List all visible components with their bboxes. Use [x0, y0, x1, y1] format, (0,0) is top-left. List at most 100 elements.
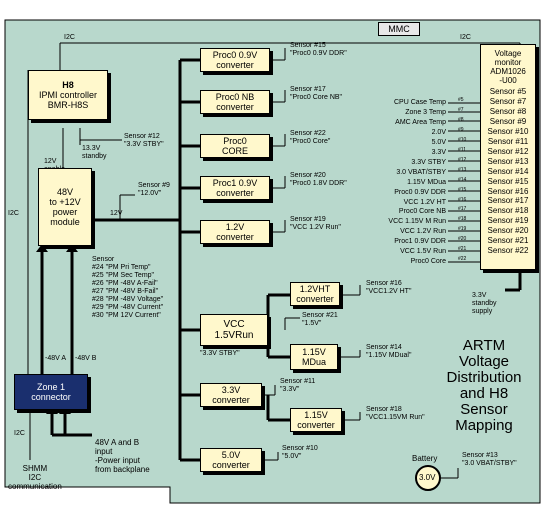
conv1-sensor: Sensor #17 "Proc0 Core NB": [290, 86, 342, 102]
power-line4: module: [50, 217, 80, 227]
input48-line4: from backplane: [95, 465, 150, 474]
conv4-sensor-id: Sensor #19: [290, 216, 326, 223]
conv0-sensor-id: Sensor #15: [290, 42, 326, 49]
monitor-input-label: VCC 1.15V M Run: [388, 218, 446, 226]
enable-voltage: 12V: [44, 158, 57, 165]
i2c-left-label: I2C: [8, 210, 19, 217]
power-sensor-30: #30 "PM 12V Current": [92, 312, 161, 319]
conv2-line2: CORE: [221, 146, 248, 156]
monitor-pin-label: #8: [458, 116, 464, 123]
sensor9-id: Sensor #9: [138, 182, 170, 189]
input48-line1: 48V A and B: [95, 438, 140, 447]
c50-sensor-id: Sensor #10: [282, 445, 318, 452]
c115-sensor-name: "VCC1.15VM Run": [366, 414, 425, 421]
converter-proc0-nb: Proc0 NB converter: [200, 90, 270, 114]
input48-line3: -Power input: [95, 456, 140, 465]
h8-line3: BMR-H8S: [47, 100, 89, 110]
monitor-input-label: 5.0V: [431, 138, 446, 146]
monitor-pin-label: #15: [458, 186, 467, 193]
minus48a-label: -48V A: [45, 355, 67, 362]
monitor-pin-label: #16: [458, 196, 467, 203]
i2c-top-right-label: I2C: [460, 34, 471, 41]
monitor-sensor-label: Sensor #18: [487, 206, 529, 216]
stby-text: standby: [82, 153, 107, 160]
power-sensor-26: #26 "PM -48V A-Fail": [92, 280, 158, 287]
conv4-line1: 1.2V: [225, 222, 245, 232]
c33-sensor: Sensor #11 "3.3V": [280, 378, 315, 394]
monitor-pin-label: #22: [458, 256, 467, 263]
ht12-line2: converter: [296, 294, 334, 304]
conv3-sensor-name: "Proc0 1.8V DDR": [290, 180, 347, 187]
conv1-line2: converter: [216, 102, 254, 112]
h8-line2: IPMI controller: [38, 90, 98, 100]
power-sensor-27: #27 "PM -48V B-Fail": [92, 288, 159, 295]
conv0-line1: Proc0 0.9V: [212, 50, 258, 60]
conv3-line1: Proc1 0.9V: [212, 178, 258, 188]
stby-label: 13.3V standby: [82, 145, 107, 161]
mdua-sensor-name: "1.15V MDual": [366, 352, 412, 359]
battery-sensor-name: "3.0 VBAT/STBY": [462, 460, 517, 467]
i2c-top-left-label: I2C: [64, 34, 75, 41]
c33-sensor-name: "3.3V": [280, 386, 300, 393]
monitor-sensor-label: Sensor #21: [487, 236, 529, 246]
monitor-input-label: 3.0 VBAT/STBY: [396, 168, 446, 176]
monitor-sensor-label: Sensor #9: [489, 116, 527, 126]
conv2-sensor: Sensor #22 "Proc0 Core": [290, 130, 330, 146]
conv2-line1: Proc0: [223, 136, 247, 146]
sensor12-name: "3.3V STBY": [124, 141, 164, 148]
monitor-sensor-label: Sensor #15: [487, 176, 529, 186]
converter-proc0-09v: Proc0 0.9V converter: [200, 48, 270, 72]
conv4-sensor-name: "VCC 1.2V Run": [290, 224, 341, 231]
diagram-title: ARTM Voltage Distribution and H8 Sensor …: [436, 338, 532, 434]
power-line1: 48V: [56, 187, 73, 197]
input48-line2: input: [95, 447, 113, 456]
monitor-pin-label: #21: [458, 246, 467, 253]
v12-label: 12V: [110, 210, 123, 217]
vcc15-line1: VCC: [223, 319, 245, 330]
title-line4: and H8: [459, 385, 509, 402]
conv1-sensor-id: Sensor #17: [290, 86, 326, 93]
monitor-pin-label: #5: [458, 97, 464, 103]
monitor-sensor-label: Sensor #19: [487, 216, 529, 226]
conv1-line1: Proc0 NB: [215, 92, 255, 102]
c33-sensor-id: Sensor #11: [280, 378, 316, 385]
c50-line2: converter: [212, 460, 250, 470]
input48-label: 48V A and B input -Power input from back…: [95, 438, 150, 474]
monitor-title4: -U00: [499, 76, 517, 85]
conv3-sensor: Sensor #20 "Proc0 1.8V DDR": [290, 172, 347, 188]
ht12-line1: 1.2VHT: [299, 284, 331, 294]
c33-line1: 3.3V: [221, 385, 241, 395]
monitor-pin-label: #12: [458, 156, 467, 163]
monitor-sensor-label: Sensor #17: [487, 196, 529, 206]
input48-arrow-b: [59, 406, 71, 414]
h8-line1: H8: [62, 80, 74, 90]
monitor-sensor-label: Sensor #11: [487, 136, 529, 146]
title-line1: ARTM: [462, 337, 506, 354]
c115-sensor-id: Sensor #18: [366, 406, 402, 413]
conv0-line2: converter: [216, 60, 254, 70]
standby-supply-voltage: 3.3V: [472, 292, 487, 299]
vcc15-note: "3.3V STBY": [200, 350, 240, 357]
title-line6: Mapping: [455, 417, 513, 434]
monitor-input-label: 1.15V MDua: [407, 178, 446, 186]
converter-33v: 3.3V converter: [200, 383, 262, 407]
h8-ipmi-controller: H8 IPMI controller BMR-H8S: [28, 70, 108, 120]
c115-sensor: Sensor #18 "VCC1.15VM Run": [366, 406, 425, 422]
monitor-sensor-label: Sensor #16: [487, 186, 529, 196]
monitor-sensor-label: Sensor #8: [489, 106, 527, 116]
monitor-input-label: 2.0V: [431, 128, 446, 136]
monitor-pin-label: #11: [458, 146, 466, 153]
vcc15-sensor-id: Sensor #21: [302, 312, 338, 319]
monitor-sensor-label: Sensor #10: [487, 126, 529, 136]
mdua-line1: 1.15V: [302, 347, 326, 357]
battery-sensor: Sensor #13 "3.0 VBAT/STBY": [462, 452, 517, 468]
monitor-title2: monitor: [494, 58, 522, 67]
monitor-sensor-label: Sensor #5: [489, 87, 527, 96]
c115-line2: converter: [297, 420, 335, 430]
mmc-label: MMC: [388, 24, 410, 34]
converter-12vht: 1.2VHT converter: [290, 282, 340, 306]
ht12-sensor-id: Sensor #16: [366, 280, 402, 287]
c33-line2: converter: [212, 395, 250, 405]
c115-line1: 1.15V: [304, 410, 328, 420]
